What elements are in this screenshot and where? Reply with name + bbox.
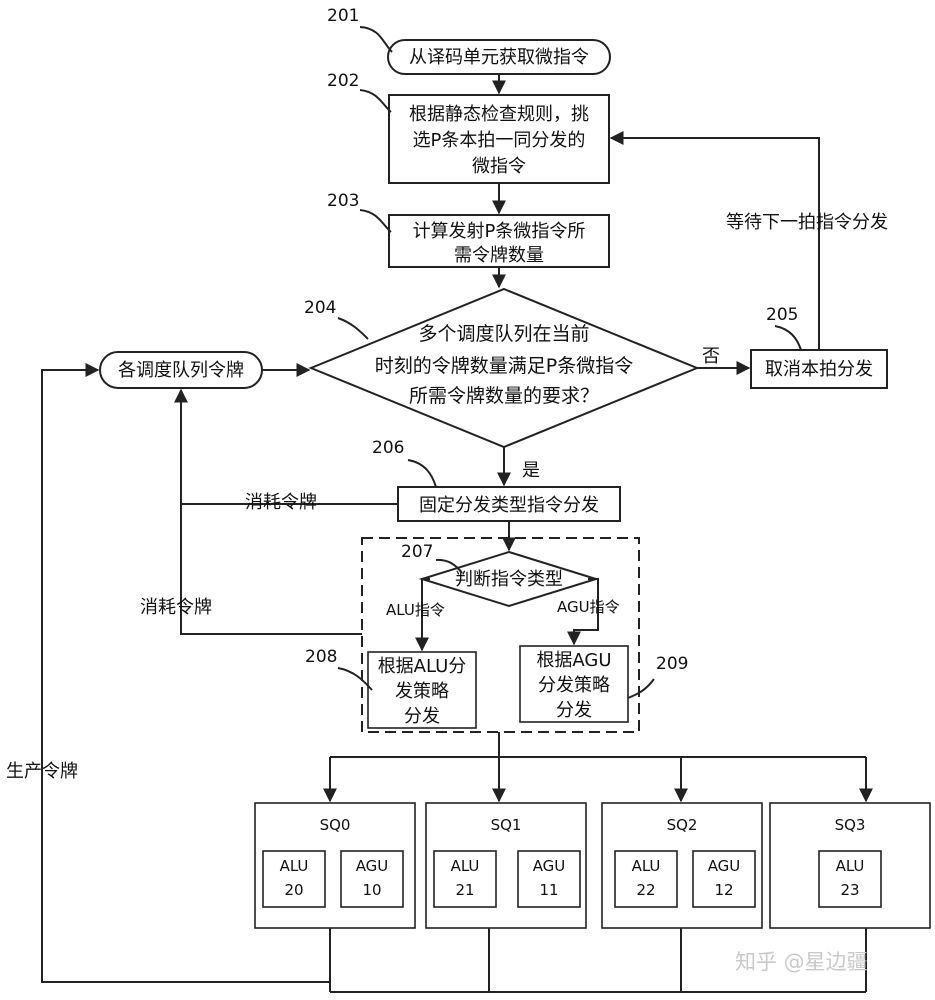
step-206-text: 固定分发类型指令分发	[419, 495, 599, 516]
arrow-207-208	[415, 578, 430, 652]
step-204-line-2: 时刻的令牌数量满足P条微指令	[375, 355, 633, 377]
step-209-number: 209	[656, 654, 688, 674]
step-209: 根据AGU 分发策略 分发 209	[519, 645, 688, 723]
arrow-207-209	[567, 578, 599, 646]
queue-sq1-alu-type: ALU	[451, 857, 480, 875]
step-203-line-1: 计算发射P条微指令所	[413, 221, 586, 242]
queue-sq1-name: SQ1	[491, 816, 522, 834]
arrow-consume-group	[180, 504, 362, 635]
queue-sq0-alu-box	[262, 850, 326, 908]
queue-sq0: SQ0 ALU 20 AGU 10	[254, 802, 416, 929]
label-wait: 等待下一拍指令分发	[726, 212, 888, 233]
step-205-text: 取消本拍分发	[765, 359, 873, 380]
step-204-number: 204	[304, 298, 336, 318]
queue-sq0-name: SQ0	[320, 816, 351, 834]
step-209-line-2: 分发策略	[538, 675, 610, 696]
step-201-number: 201	[327, 6, 359, 26]
queue-sq0-alu-id: 20	[284, 881, 303, 899]
step-203-leader	[359, 209, 392, 233]
step-204-line-3: 所需令牌数量的要求？	[409, 385, 599, 407]
token-node: 各调度队列令牌	[99, 351, 263, 389]
queue-sq0-agu-id: 10	[362, 881, 381, 899]
step-202-box	[388, 94, 610, 184]
label-yes: 是	[522, 460, 540, 481]
step-209-line-1: 根据AGU	[536, 650, 611, 671]
step-208: 根据ALU分 发策略 分发 208	[305, 647, 477, 729]
queue-sq2-agu-id: 12	[714, 881, 733, 899]
label-agu-branch: AGU指令	[557, 598, 620, 616]
step-203-line-2: 需令牌数量	[454, 245, 544, 266]
step-206-leader	[407, 459, 437, 488]
step-208-leader	[337, 667, 373, 691]
step-208-box	[367, 651, 477, 729]
queue-sq2-agu-type: AGU	[708, 857, 741, 875]
arrow-consume-206	[174, 388, 398, 505]
step-209-leader	[627, 678, 655, 699]
queue-sq2-alu-type: ALU	[632, 857, 661, 875]
step-207-diamond	[418, 550, 600, 608]
queue-sq0-agu-box	[340, 850, 404, 908]
step-207-number: 207	[401, 542, 433, 562]
token-node-label: 各调度队列令牌	[118, 360, 244, 381]
step-206: 固定分发类型指令分发 206	[372, 438, 621, 522]
step-202-line-3: 微指令	[472, 156, 526, 177]
step-207: 判断指令类型 207	[401, 542, 600, 608]
step-204: 多个调度队列在当前 时刻的令牌数量满足P条微指令 所需令牌数量的要求？ 204	[304, 287, 700, 449]
queue-sq2-name: SQ2	[667, 816, 698, 834]
queue-sq1-agu-box	[517, 850, 581, 908]
step-205-number: 205	[766, 305, 798, 325]
step-203: 计算发射P条微指令所 需令牌数量 203	[327, 191, 610, 268]
step-203-number: 203	[327, 191, 359, 211]
step-209-box	[519, 645, 629, 723]
step-202: 根据静态检查规则，挑 选P条本拍一同分发的 微指令 202	[327, 71, 610, 184]
step-206-number: 206	[372, 438, 404, 458]
queue-sq1-agu-id: 11	[539, 881, 558, 899]
step-206-box	[397, 486, 621, 522]
queue-sq2: SQ2 ALU 22 AGU 12	[601, 802, 763, 929]
queue-sq2-agu-box	[692, 850, 756, 908]
queue-sq0-agu-type: AGU	[356, 857, 389, 875]
queue-sq0-alu-type: ALU	[280, 857, 309, 875]
watermark: 知乎 @星边疆	[735, 950, 868, 974]
arrow-205-to-202	[609, 131, 820, 350]
label-consume-2: 消耗令牌	[140, 597, 212, 618]
step-202-leader	[359, 89, 392, 113]
step-208-number: 208	[305, 647, 337, 667]
step-201-text: 从译码单元获取微指令	[409, 47, 589, 68]
step-204-leader	[337, 317, 369, 340]
queue-sq1: SQ1 ALU 21 AGU 11	[425, 802, 587, 929]
step-201: 从译码单元获取微指令 201	[327, 6, 611, 75]
queue-sq1-alu-id: 21	[455, 881, 474, 899]
queue-sq3-name: SQ3	[835, 816, 866, 834]
queue-sq1-alu-box	[433, 850, 497, 908]
queue-sq2-alu-id: 22	[636, 881, 655, 899]
step-202-line-1: 根据静态检查规则，挑	[409, 104, 589, 125]
step-207-leader	[435, 558, 463, 574]
arrow-produce-token	[41, 363, 330, 983]
queue-sq3-alu-box	[818, 850, 882, 908]
label-no: 否	[702, 346, 720, 367]
label-consume-1: 消耗令牌	[245, 492, 317, 513]
step-207-text: 判断指令类型	[455, 569, 563, 590]
queue-sq3-alu-id: 23	[840, 881, 859, 899]
step-208-line-1: 根据ALU分	[378, 656, 467, 677]
queue-sq3: SQ3 ALU 23	[769, 802, 931, 929]
label-produce: 生产令牌	[6, 761, 78, 782]
step-202-line-2: 选P条本拍一同分发的	[413, 130, 586, 151]
dispatch-group	[361, 537, 640, 733]
step-209-line-3: 分发	[556, 700, 592, 721]
queue-sq3-alu-type: ALU	[836, 857, 865, 875]
step-208-line-2: 发策略	[395, 681, 449, 702]
step-204-line-1: 多个调度队列在当前	[418, 323, 589, 345]
label-alu-branch: ALU指令	[386, 601, 445, 619]
queue-sq1-agu-type: AGU	[533, 857, 566, 875]
step-208-line-3: 分发	[404, 706, 440, 727]
step-201-leader	[359, 26, 393, 53]
step-202-number: 202	[327, 71, 359, 91]
queue-sq2-alu-box	[614, 850, 678, 908]
step-205-leader	[774, 325, 802, 351]
